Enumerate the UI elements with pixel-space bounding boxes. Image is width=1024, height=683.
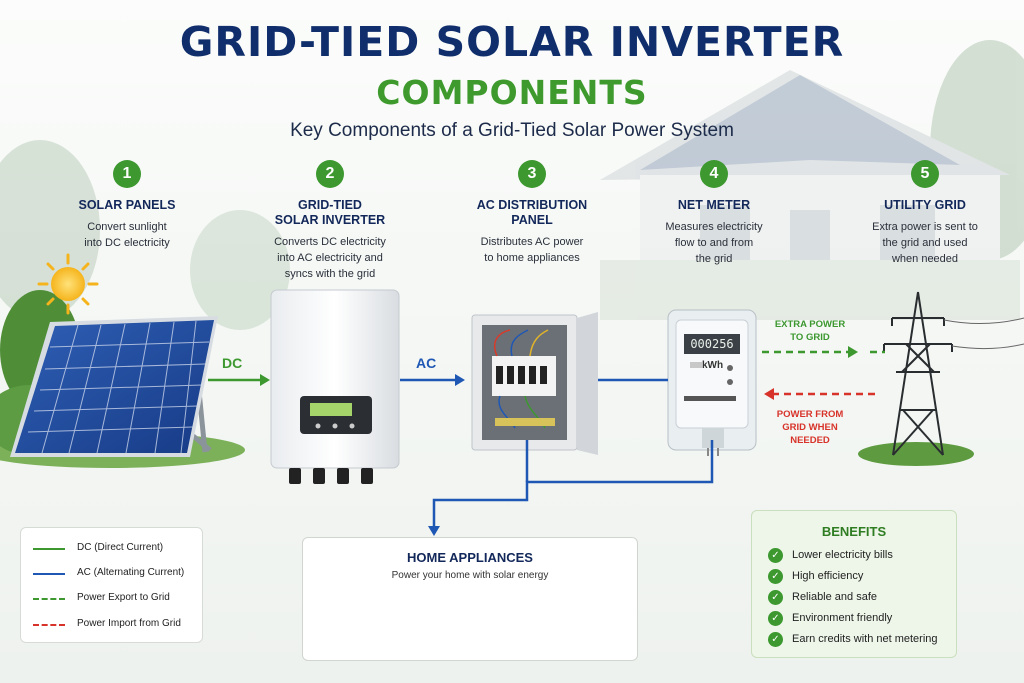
inverter-illustration bbox=[270, 289, 400, 484]
step-name: SOLAR PANELS bbox=[78, 198, 176, 212]
legend-label: Power Import from Grid bbox=[77, 618, 181, 629]
benefit-item: ✓ Earn credits with net metering bbox=[768, 632, 954, 648]
check-icon: ✓ bbox=[768, 611, 783, 626]
benefits-box: BENEFITS ✓ Lower electricity bills ✓ Hig… bbox=[751, 510, 957, 658]
page-title-line2: COMPONENTS bbox=[376, 73, 648, 112]
home-appliances-title: HOME APPLIANCES bbox=[407, 550, 533, 565]
ac-to-home-line bbox=[432, 440, 714, 528]
check-icon: ✓ bbox=[768, 632, 783, 647]
step-number-badge: 5 bbox=[911, 160, 939, 188]
solar-panel-illustration bbox=[10, 316, 218, 457]
ac-flow-label: AC bbox=[416, 355, 437, 371]
check-icon: ✓ bbox=[768, 590, 783, 605]
step-name: NET METER bbox=[677, 198, 751, 212]
page-title: GRID-TIED SOLAR INVERTER bbox=[179, 18, 845, 66]
legend-label: AC (Alternating Current) bbox=[77, 567, 185, 578]
legend-swatch bbox=[33, 598, 65, 600]
check-icon: ✓ bbox=[768, 548, 783, 563]
meter-unit-label: kWh bbox=[702, 360, 724, 371]
check-icon: ✓ bbox=[768, 569, 783, 584]
utility-tower-illustration bbox=[858, 291, 1024, 466]
step-number-badge: 2 bbox=[316, 160, 344, 188]
page-subtitle: Key Components of a Grid-Tied Solar Powe… bbox=[290, 120, 734, 141]
legend-item-ac: AC (Alternating Current) bbox=[33, 567, 203, 581]
step-name: UTILITY GRID bbox=[884, 198, 966, 212]
distribution-panel-illustration bbox=[471, 312, 598, 455]
legend-item-export: Power Export to Grid bbox=[33, 592, 203, 606]
legend-label: Power Export to Grid bbox=[77, 592, 170, 603]
background-house bbox=[0, 40, 1024, 330]
benefit-item: ✓ High efficiency bbox=[768, 569, 954, 585]
dc-flow-label: DC bbox=[222, 355, 243, 371]
home-appliances-subtitle: Power your home with solar energy bbox=[391, 570, 549, 581]
step-number-badge: 3 bbox=[518, 160, 546, 188]
home-appliances-box: HOME APPLIANCES Power your home with sol… bbox=[302, 537, 638, 661]
benefit-item: ✓ Reliable and safe bbox=[768, 590, 954, 606]
legend: DC (Direct Current) AC (Alternating Curr… bbox=[20, 527, 203, 643]
step-number-badge: 4 bbox=[700, 160, 728, 188]
benefit-item: ✓ Environment friendly bbox=[768, 611, 954, 627]
legend-label: DC (Direct Current) bbox=[77, 542, 164, 553]
net-meter-illustration bbox=[667, 309, 757, 456]
sun-icon bbox=[37, 253, 99, 315]
legend-swatch bbox=[33, 573, 65, 575]
legend-item-import: Power Import from Grid bbox=[33, 618, 203, 632]
meter-display-readout: 000256 bbox=[690, 337, 734, 351]
legend-item-dc: DC (Direct Current) bbox=[33, 542, 203, 556]
legend-swatch bbox=[33, 548, 65, 550]
benefit-item: ✓ Lower electricity bills bbox=[768, 548, 954, 564]
legend-swatch bbox=[33, 624, 65, 626]
step-number-badge: 1 bbox=[113, 160, 141, 188]
benefits-title: BENEFITS bbox=[821, 524, 887, 539]
flow-arrows bbox=[208, 346, 885, 536]
